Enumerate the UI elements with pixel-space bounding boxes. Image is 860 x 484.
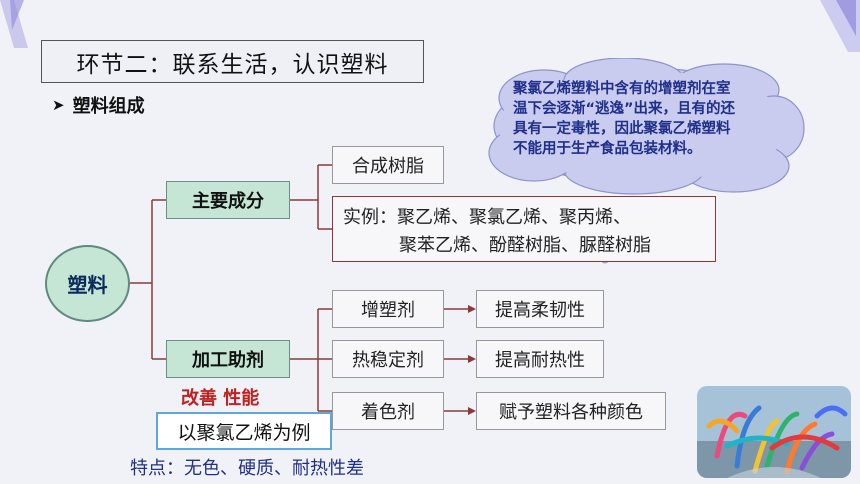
root-node-plastic: 塑料 (45, 245, 130, 322)
note-line: 聚氯乙烯塑料中含有的增塑剂在室 (513, 81, 731, 97)
thought-cloud (488, 58, 805, 195)
section-title: 环节二：联系生活，认识塑料 (41, 40, 424, 83)
corner-decoration-right (820, 0, 860, 52)
arrow-bullet-icon: ➤ (52, 96, 65, 114)
note-text: 聚氯乙烯塑料中含有的增塑剂在室 温下会逐渐“逃逸”出来，且有的还 具有一定毒性，… (513, 79, 793, 159)
pvc-example-box: 以聚氯乙烯为例 (156, 412, 332, 450)
corner-decoration-left (0, 0, 28, 48)
effect-heat-resistance: 提高耐热性 (476, 340, 604, 378)
colorful-plastic-straws-image (697, 386, 851, 478)
subheading-label: 塑料组成 (72, 96, 145, 117)
effect-flexibility: 提高柔韧性 (476, 290, 604, 328)
note-line: 具有一定毒性，因此聚氯乙烯塑料 (513, 121, 731, 137)
node-processing-additives: 加工助剂 (166, 340, 290, 378)
subheading: ➤ 塑料组成 (52, 92, 145, 118)
node-plasticizer: 增塑剂 (332, 290, 444, 328)
improve-performance-label: 改善 性能 (181, 388, 260, 409)
example-line-2: 聚苯乙烯、酚醛树脂、脲醛树脂 (399, 235, 651, 256)
node-heat-stabilizer: 热稳定剂 (332, 340, 444, 378)
effect-coloring: 赋予塑料各种颜色 (476, 392, 666, 430)
pvc-traits: 特点：无色、硬质、耐热性差 (130, 458, 364, 479)
node-examples: 实例：聚乙烯、聚氯乙烯、聚丙烯、 聚苯乙烯、酚醛树脂、脲醛树脂 (332, 196, 716, 262)
example-line-1: 实例：聚乙烯、聚氯乙烯、聚丙烯、 (343, 207, 631, 228)
note-line: 不能用于生产食品包装材料。 (513, 141, 702, 157)
node-main-component: 主要成分 (166, 181, 290, 219)
node-colorant: 着色剂 (332, 392, 444, 430)
node-synthetic-resin: 合成树脂 (332, 146, 444, 184)
note-line: 温下会逐渐“逃逸”出来，且有的还 (513, 101, 736, 117)
